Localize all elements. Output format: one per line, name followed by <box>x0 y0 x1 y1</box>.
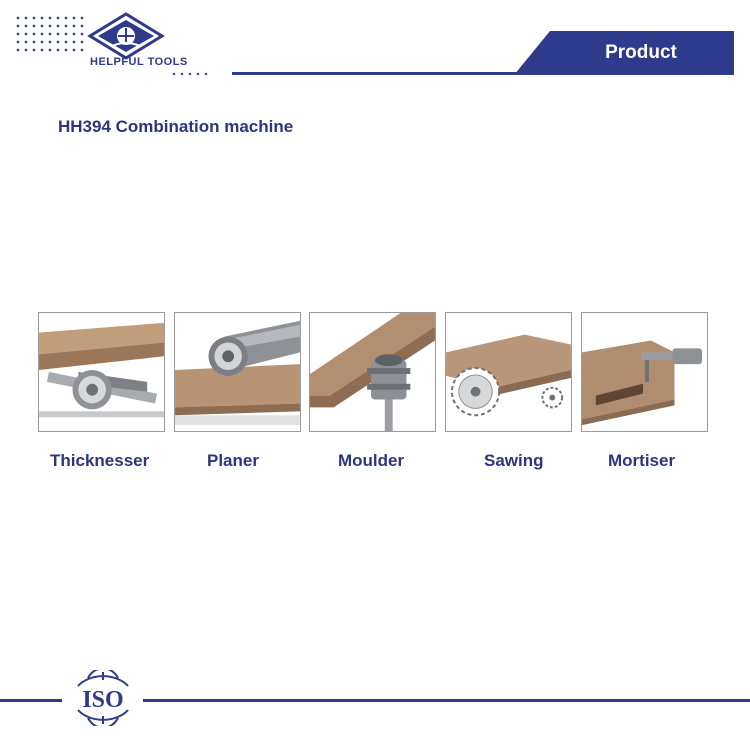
planer-image <box>174 312 301 432</box>
thicknesser-image <box>38 312 165 432</box>
section-label: Product <box>605 42 677 63</box>
planer-icon <box>175 313 300 431</box>
sawing-image <box>445 312 572 432</box>
moulder-icon <box>310 313 435 431</box>
operation-label-thicknesser: Thicknesser <box>50 451 150 470</box>
footer-divider-left <box>0 699 62 702</box>
brand-name: HELPFUL TOOLS <box>90 56 188 68</box>
product-banner <box>514 31 734 75</box>
operation-label-planer: Planer <box>207 451 259 470</box>
sawing-icon <box>446 313 571 431</box>
moulder-image <box>309 312 436 432</box>
helpful-tools-logo <box>16 12 208 76</box>
thicknesser-icon <box>39 313 164 431</box>
operation-label-moulder: Moulder <box>338 451 405 470</box>
page-title: HH394 Combination machine <box>58 117 294 136</box>
mortiser-image <box>581 312 708 432</box>
iso-text: ISO <box>82 687 123 713</box>
footer-divider-right <box>143 699 750 702</box>
header-divider <box>232 72 522 75</box>
operation-label-mortiser: Mortiser <box>608 451 676 470</box>
operation-label-sawing: Sawing <box>484 451 544 470</box>
mortiser-icon <box>582 313 707 431</box>
iso-icon: ISO <box>77 670 129 726</box>
